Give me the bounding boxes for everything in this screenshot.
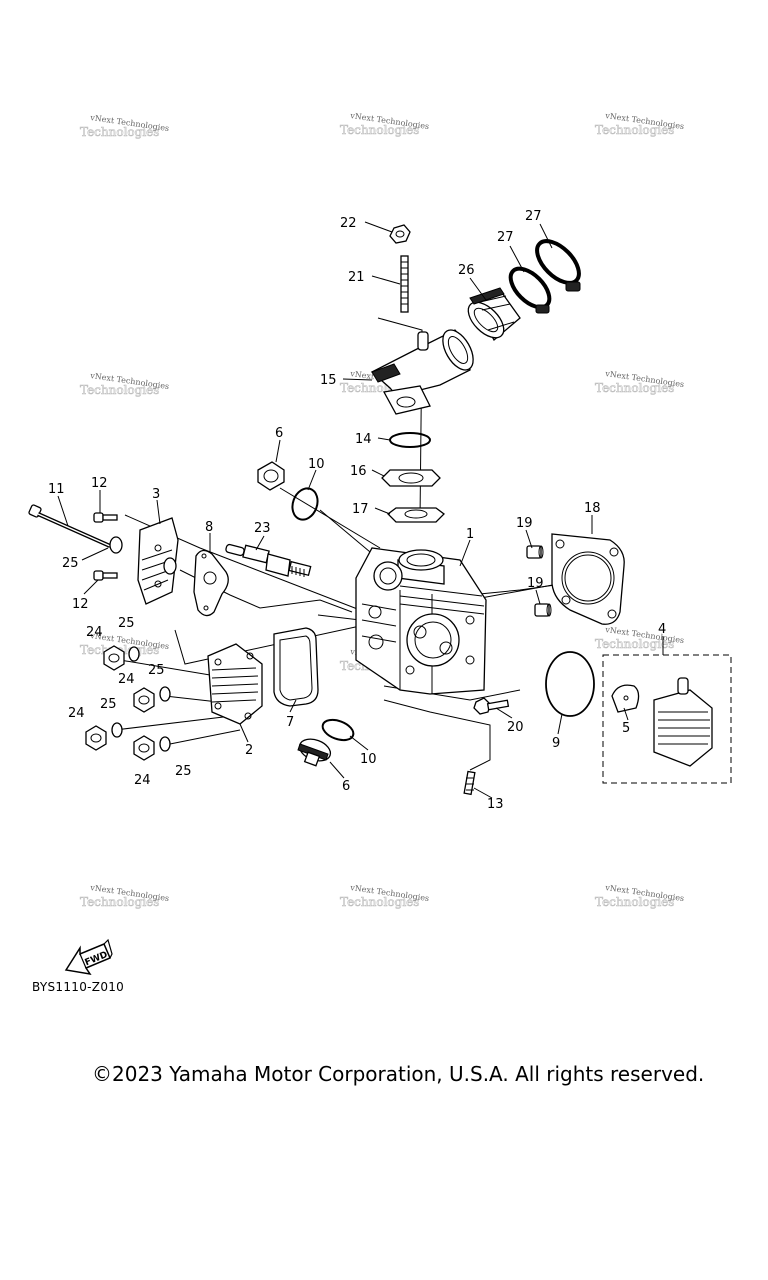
part-1-cylinder-head xyxy=(355,547,487,695)
part-13-stud xyxy=(463,770,476,796)
part-23-spark-plug xyxy=(225,543,312,577)
part-2-valve-cover xyxy=(207,643,263,725)
callout-5: 5 xyxy=(622,721,630,736)
callout-15: 15 xyxy=(320,373,337,388)
part-25-washer-a xyxy=(109,536,123,554)
callout-26: 26 xyxy=(458,263,475,278)
callout-6-lower: 6 xyxy=(342,779,350,794)
part-16-insulator xyxy=(381,469,441,487)
callout-12-lower: 12 xyxy=(72,597,89,612)
callout-8: 8 xyxy=(205,520,213,535)
part-26-joint xyxy=(467,287,521,342)
watermark-ghost: Technologies xyxy=(80,125,159,139)
callout-21: 21 xyxy=(348,270,365,285)
part-10-o-ring-lower xyxy=(321,718,355,742)
callout-11: 11 xyxy=(48,482,65,497)
part-24-cap-b xyxy=(133,687,155,713)
callout-25-c: 25 xyxy=(148,663,165,678)
part-24-cap-a xyxy=(103,645,125,671)
callout-24-b: 24 xyxy=(118,672,135,687)
watermark-ghost: Technologies xyxy=(595,381,674,395)
callout-19-upper: 19 xyxy=(516,516,533,531)
part-25-washer-c xyxy=(159,686,171,702)
callout-13: 13 xyxy=(487,797,504,812)
part-4-assembly-box xyxy=(602,636,732,784)
callout-18: 18 xyxy=(584,501,601,516)
diagram-code: BYS1110-Z010 xyxy=(32,980,125,994)
fwd-arrow-icon: FWD xyxy=(64,938,113,976)
part-3-side-cover xyxy=(137,517,179,605)
part-20-bolt xyxy=(473,697,510,715)
part-12-bolt-lower xyxy=(93,570,118,581)
callout-9: 9 xyxy=(552,736,560,751)
callout-19-lower: 19 xyxy=(527,576,544,591)
callout-25-b: 25 xyxy=(118,616,135,631)
callout-24-a: 24 xyxy=(86,625,103,640)
watermark-ghost: Technologies xyxy=(340,123,419,137)
part-25-washer-e xyxy=(159,736,171,752)
part-14-o-ring xyxy=(389,432,431,448)
part-4-cover xyxy=(653,677,713,767)
callout-23: 23 xyxy=(254,521,271,536)
callout-2: 2 xyxy=(245,743,253,758)
callout-25-d: 25 xyxy=(100,697,117,712)
watermark-ghost: Technologies xyxy=(595,895,674,909)
part-27-clamp-upper xyxy=(535,239,581,292)
part-10-o-ring-upper xyxy=(291,487,319,521)
callout-17: 17 xyxy=(352,502,369,517)
part-15-manifold xyxy=(370,329,474,415)
part-5-plate xyxy=(611,684,640,713)
part-9-o-ring xyxy=(545,651,595,717)
part-19-dowel-lower xyxy=(534,603,552,617)
part-8-gasket xyxy=(193,549,229,617)
part-6-cap-upper xyxy=(257,461,285,491)
part-27-clamp-lower xyxy=(508,266,552,314)
part-12-bolt-upper xyxy=(93,512,118,523)
callout-27-lower: 27 xyxy=(497,230,514,245)
part-18-head-gasket xyxy=(551,533,625,625)
callout-22: 22 xyxy=(340,216,357,231)
watermark-ghost: Technologies xyxy=(595,123,674,137)
callout-labels: 1 2 3 4 5 6 6 7 8 9 10 10 11 12 12 13 14… xyxy=(48,209,666,812)
watermark-ghost: Technologies xyxy=(80,383,159,397)
part-24-cap-c xyxy=(85,725,107,751)
callout-1: 1 xyxy=(466,527,474,542)
part-19-dowel-upper xyxy=(526,545,544,559)
part-17-gasket xyxy=(387,507,445,523)
callout-25-e: 25 xyxy=(175,764,192,779)
part-6-plug-lower xyxy=(297,738,332,767)
callout-12-upper: 12 xyxy=(91,476,108,491)
callout-4: 4 xyxy=(658,622,666,637)
callout-7: 7 xyxy=(286,715,294,730)
part-7-gasket xyxy=(273,627,319,707)
copyright-notice: ©2023 Yamaha Motor Corporation, U.S.A. A… xyxy=(92,1062,705,1086)
callout-10-lower: 10 xyxy=(360,752,377,767)
callout-leaders xyxy=(57,221,629,799)
watermark-ghost: Technologies xyxy=(595,637,674,651)
callout-10-upper: 10 xyxy=(308,457,325,472)
callout-20: 20 xyxy=(507,720,524,735)
callout-24-c: 24 xyxy=(68,706,85,721)
watermark-ghost: Technologies xyxy=(340,895,419,909)
watermark-ghost: Technologies xyxy=(80,895,159,909)
part-21-stud xyxy=(400,255,409,313)
part-24-cap-d xyxy=(133,735,155,761)
callout-27-upper: 27 xyxy=(525,209,542,224)
callout-3: 3 xyxy=(152,487,160,502)
callout-6-upper: 6 xyxy=(275,426,283,441)
callout-16: 16 xyxy=(350,464,367,479)
callout-25-a: 25 xyxy=(62,556,79,571)
part-25-washer-b xyxy=(128,646,140,662)
callout-14: 14 xyxy=(355,432,372,447)
part-22-nut xyxy=(389,224,411,244)
part-11-bolt xyxy=(28,504,111,548)
callout-24-d: 24 xyxy=(134,773,151,788)
part-25-washer-d xyxy=(111,722,123,738)
